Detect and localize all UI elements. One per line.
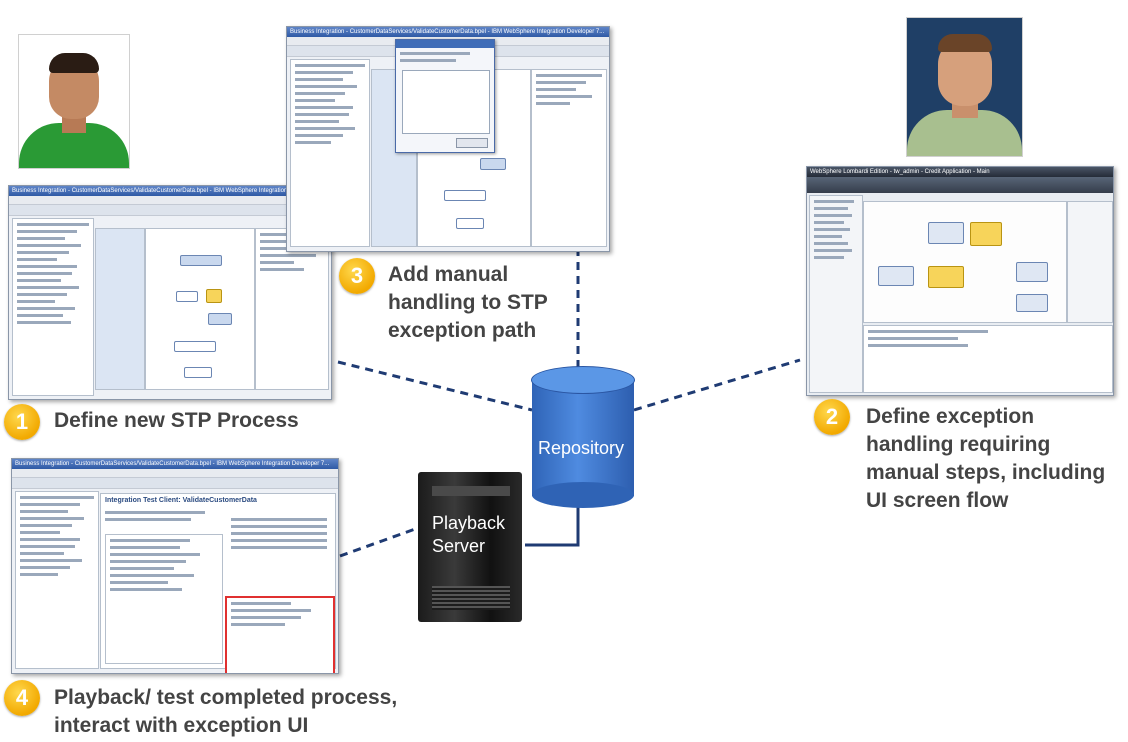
step-3-line-1: Add manual bbox=[388, 263, 509, 286]
step-label-1: Define new STP Process bbox=[54, 407, 299, 435]
step-label-4: Playback/ test completed process, intera… bbox=[54, 684, 397, 740]
step-badge-1: 1 bbox=[4, 404, 40, 440]
step-label-2: Define exception handling requiring manu… bbox=[866, 403, 1105, 515]
test-client-heading: Integration Test Client: ValidateCustome… bbox=[105, 497, 257, 504]
step-4-line-1: Playback/ test completed process, bbox=[54, 686, 398, 709]
connector-repository-server bbox=[525, 500, 580, 547]
step-1-line-1: Define new STP Process bbox=[54, 409, 299, 432]
step-3-line-3: exception path bbox=[388, 319, 537, 342]
repository-label: Repository bbox=[538, 438, 625, 458]
exception-ui-highlight bbox=[225, 596, 335, 673]
step-4-line-2: interact with exception UI bbox=[54, 714, 309, 737]
connector-step1-repository bbox=[337, 360, 533, 412]
person-photo-left bbox=[18, 34, 130, 169]
window-title: Business Integration - CustomerDataServi… bbox=[9, 186, 331, 196]
step-label-3: Add manual handling to STP exception pat… bbox=[388, 261, 548, 345]
screenshot-manual-handling-editor: Business Integration - CustomerDataServi… bbox=[286, 26, 610, 252]
window-title: WebSphere Lombardi Edition - tw_admin - … bbox=[807, 167, 1113, 177]
screenshot-lombardi-ui-flow: WebSphere Lombardi Edition - tw_admin - … bbox=[806, 166, 1114, 396]
window-title: Business Integration - CustomerDataServi… bbox=[287, 27, 609, 37]
step-3-line-2: handling to STP bbox=[388, 291, 548, 314]
step-badge-2: 2 bbox=[814, 399, 850, 435]
step-2-line-1: Define exception bbox=[866, 405, 1035, 428]
server-label-line-2: Server bbox=[432, 536, 486, 556]
step-badge-4: 4 bbox=[4, 680, 40, 716]
screenshot-integration-test-client: Business Integration - CustomerDataServi… bbox=[11, 458, 339, 674]
connector-step4-server bbox=[339, 526, 419, 558]
screenshot-stp-process-editor: Business Integration - CustomerDataServi… bbox=[8, 185, 332, 400]
step-badge-3: 3 bbox=[339, 258, 375, 294]
window-title: Business Integration - CustomerDataServi… bbox=[12, 459, 338, 469]
person-photo-right bbox=[906, 17, 1023, 157]
server-label-line-1: Playback bbox=[432, 513, 506, 533]
step-2-line-2: handling requiring bbox=[866, 433, 1051, 456]
step-2-line-3: manual steps, including bbox=[866, 461, 1106, 484]
step-2-line-4: UI screen flow bbox=[866, 489, 1009, 512]
connector-step2-repository bbox=[633, 358, 801, 412]
